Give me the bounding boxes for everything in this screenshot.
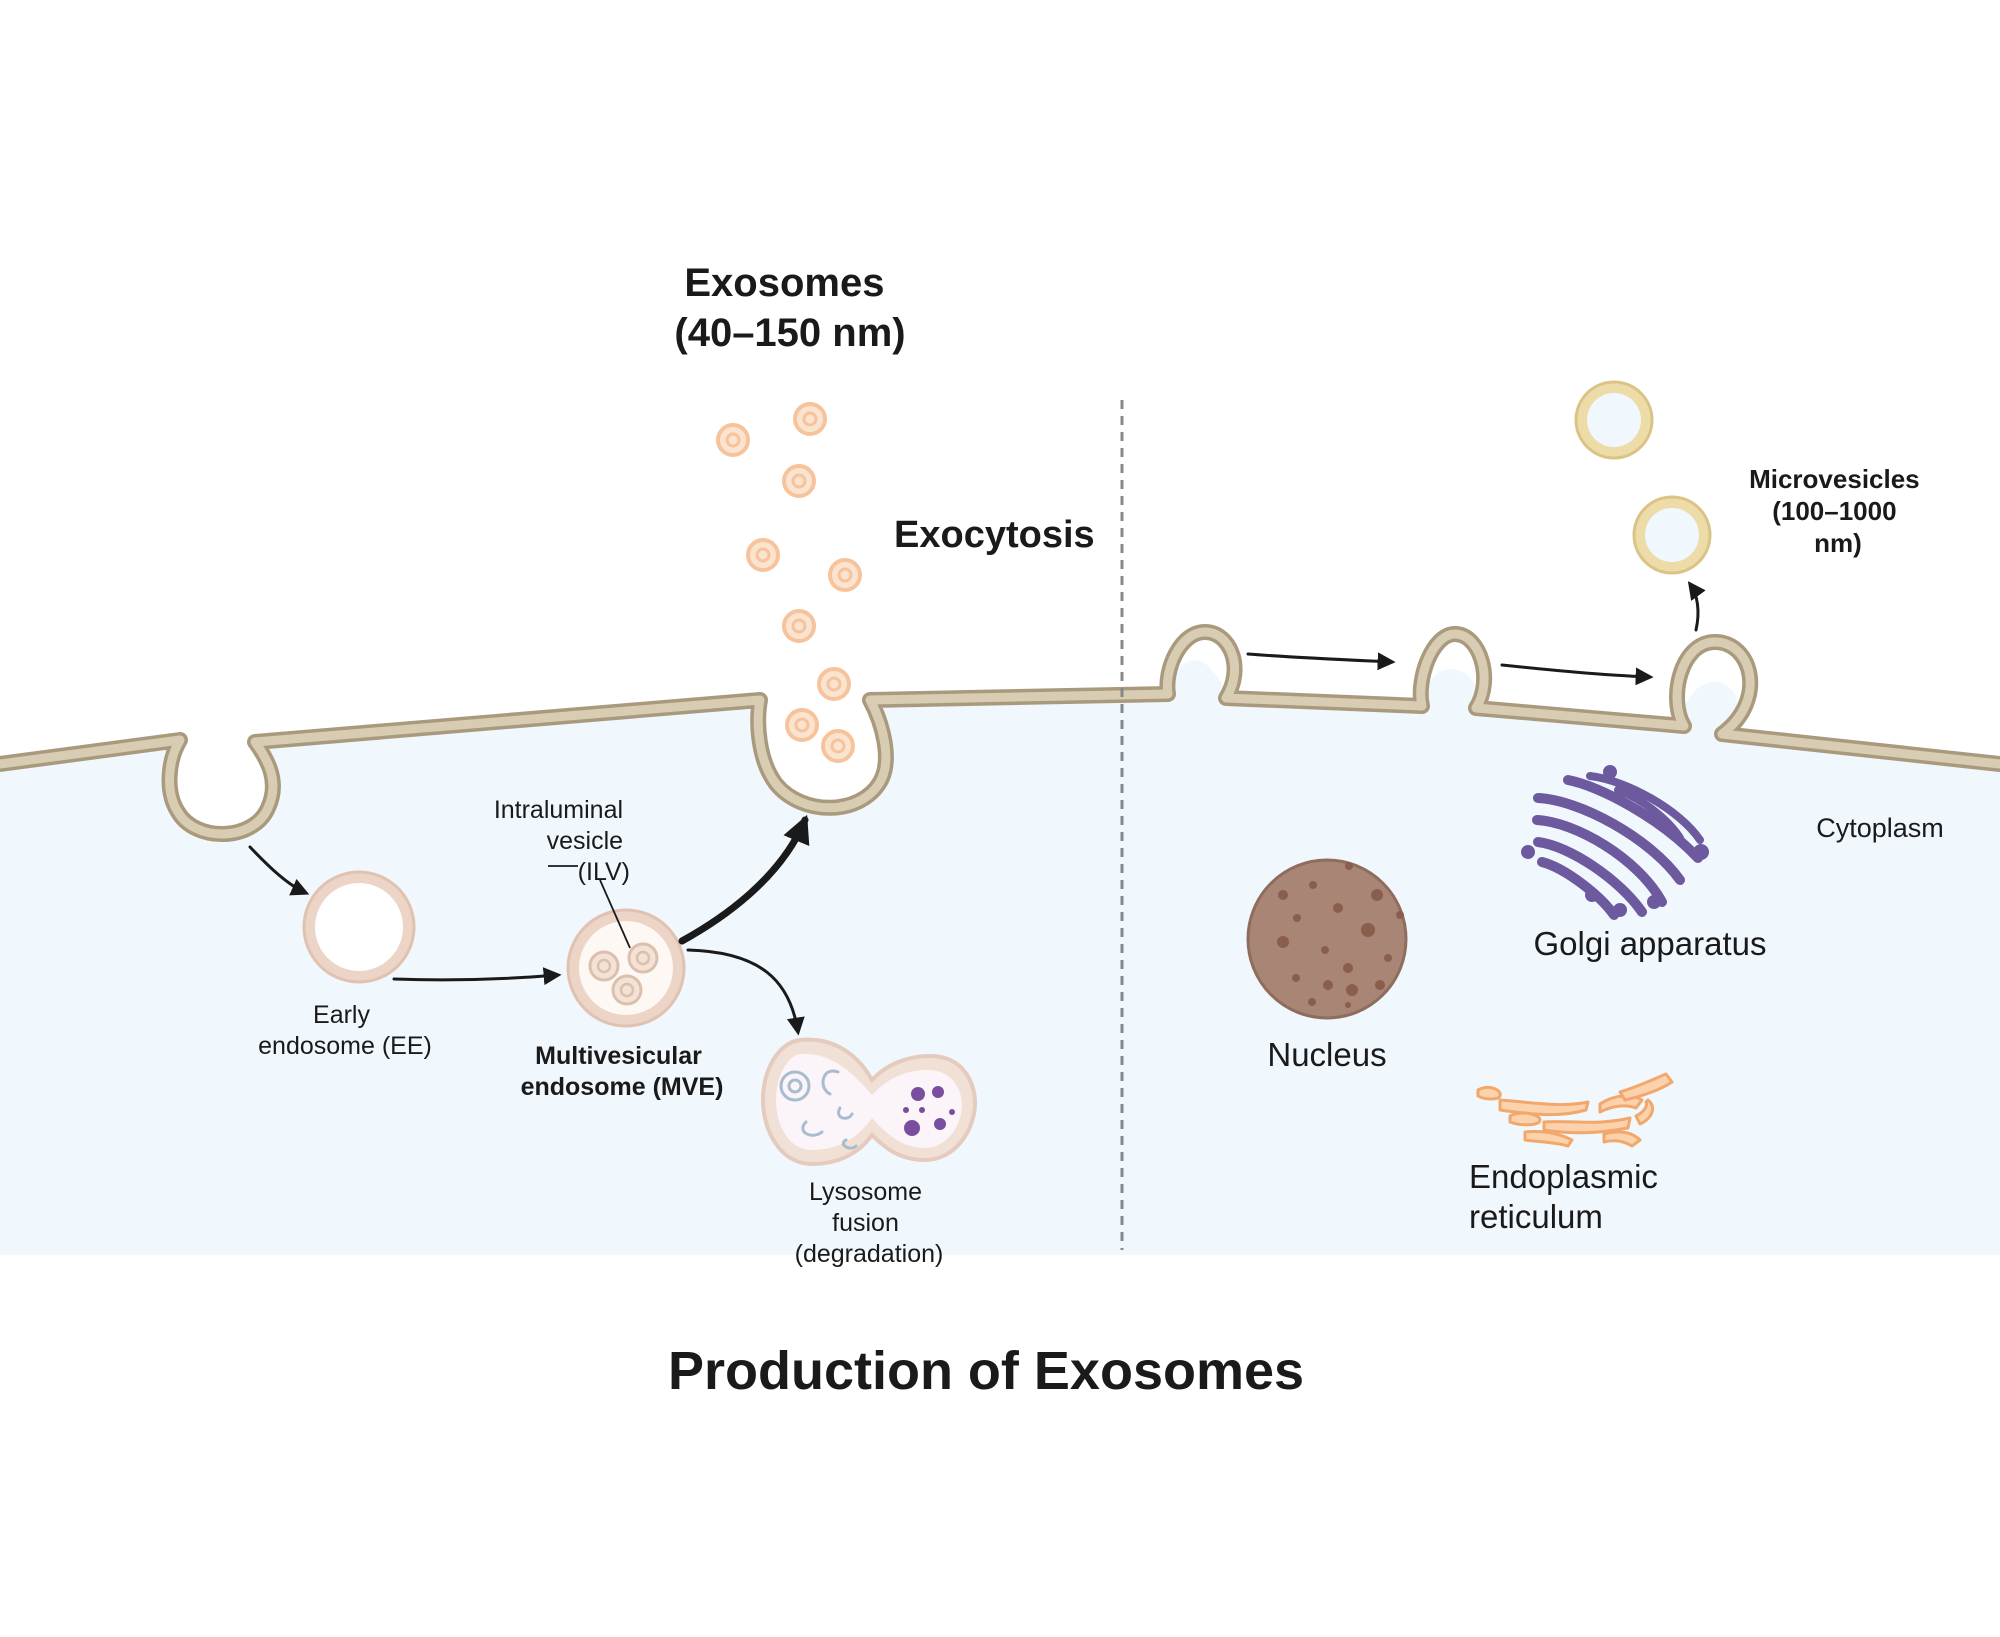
intraluminal-vesicle	[588, 950, 620, 982]
exosome-particles	[716, 402, 862, 763]
arrow-endocytosis-to-ee	[248, 845, 310, 896]
cytoplasm-label: Cytoplasm	[1816, 813, 1944, 843]
exosome	[782, 609, 816, 643]
exosome	[793, 402, 827, 436]
golgi-apparatus-icon	[1532, 772, 1704, 920]
multivesicular-endosome-icon	[566, 908, 686, 1028]
mve-label: Multivesicular endosome (MVE)	[521, 1042, 724, 1101]
nucleus-icon	[1246, 858, 1408, 1020]
arrow-mve-to-exocytosis	[678, 814, 810, 945]
diagram-title: Production of Exosomes	[668, 1341, 1304, 1401]
exosomes-label: Exosomes (40–150 nm)	[674, 261, 905, 355]
lysosome-icon	[760, 1037, 978, 1167]
arrow-microvesicle-release	[1687, 581, 1706, 632]
exosome	[746, 538, 780, 572]
lysosome-label: Lysosome fusion (degradation)	[795, 1178, 944, 1268]
intraluminal-vesicle	[627, 942, 659, 974]
er-label: Endoplasmic reticulum	[1469, 1158, 1667, 1235]
golgi-vesicles	[1521, 765, 1709, 917]
nucleus-label: Nucleus	[1267, 1036, 1386, 1073]
ilv-pointer	[548, 865, 631, 949]
golgi-label: Golgi apparatus	[1534, 925, 1767, 962]
microvesicles	[1574, 380, 1712, 575]
exosome	[785, 708, 819, 742]
early-endosome-label: Early endosome (EE)	[258, 1001, 432, 1060]
exosome	[782, 464, 816, 498]
microvesicle	[1574, 380, 1654, 460]
exosome	[716, 423, 750, 457]
microvesicles-label: Microvesicles (100–1000 nm)	[1749, 464, 1927, 558]
pathway-arrows	[248, 581, 1706, 1036]
endoplasmic-reticulum-icon	[1476, 1072, 1674, 1148]
microvesicle	[1632, 495, 1712, 575]
early-endosome	[302, 870, 416, 984]
intraluminal-vesicle	[611, 974, 643, 1006]
exocytosis-label: Exocytosis	[894, 514, 1095, 556]
exosome	[821, 729, 855, 763]
ilv-label: Intraluminal vesicle (ILV)	[494, 796, 630, 886]
exosome	[828, 558, 862, 592]
exosome	[817, 667, 851, 701]
plasma-membrane	[0, 624, 2000, 842]
arrow-ee-to-mve	[392, 967, 562, 986]
arrow-mve-to-lysosome	[686, 948, 805, 1036]
arrow-budding-step-2	[1500, 663, 1654, 686]
arrow-budding-step-1	[1246, 652, 1396, 671]
